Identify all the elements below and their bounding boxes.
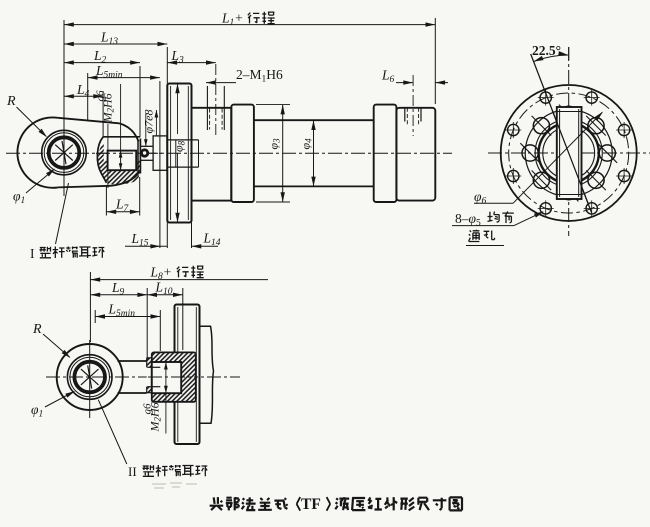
- svg-text:φ8: φ8: [172, 140, 187, 152]
- svg-text:φ7e8: φ7e8: [142, 110, 156, 134]
- svg-text:R: R: [32, 322, 42, 337]
- svg-text:2–M1H6: 2–M1H6: [236, 67, 283, 85]
- svg-text:TF: TF: [301, 496, 321, 513]
- svg-text:g6: g6: [95, 90, 107, 102]
- svg-text:L1+: L1+: [221, 10, 243, 28]
- svg-text:22.5°: 22.5°: [532, 43, 561, 58]
- svg-text:R: R: [6, 94, 16, 109]
- svg-text:M2H6: M2H6: [101, 93, 116, 123]
- svg-text:8–φ5: 8–φ5: [455, 211, 481, 229]
- svg-text:I: I: [30, 246, 35, 261]
- svg-text:φ3: φ3: [267, 138, 282, 150]
- svg-text:g6: g6: [142, 403, 154, 415]
- svg-text:M2H6: M2H6: [148, 402, 163, 432]
- svg-text:II: II: [128, 464, 137, 479]
- svg-text:L8+: L8+: [150, 265, 172, 283]
- svg-text:φ4: φ4: [299, 138, 314, 150]
